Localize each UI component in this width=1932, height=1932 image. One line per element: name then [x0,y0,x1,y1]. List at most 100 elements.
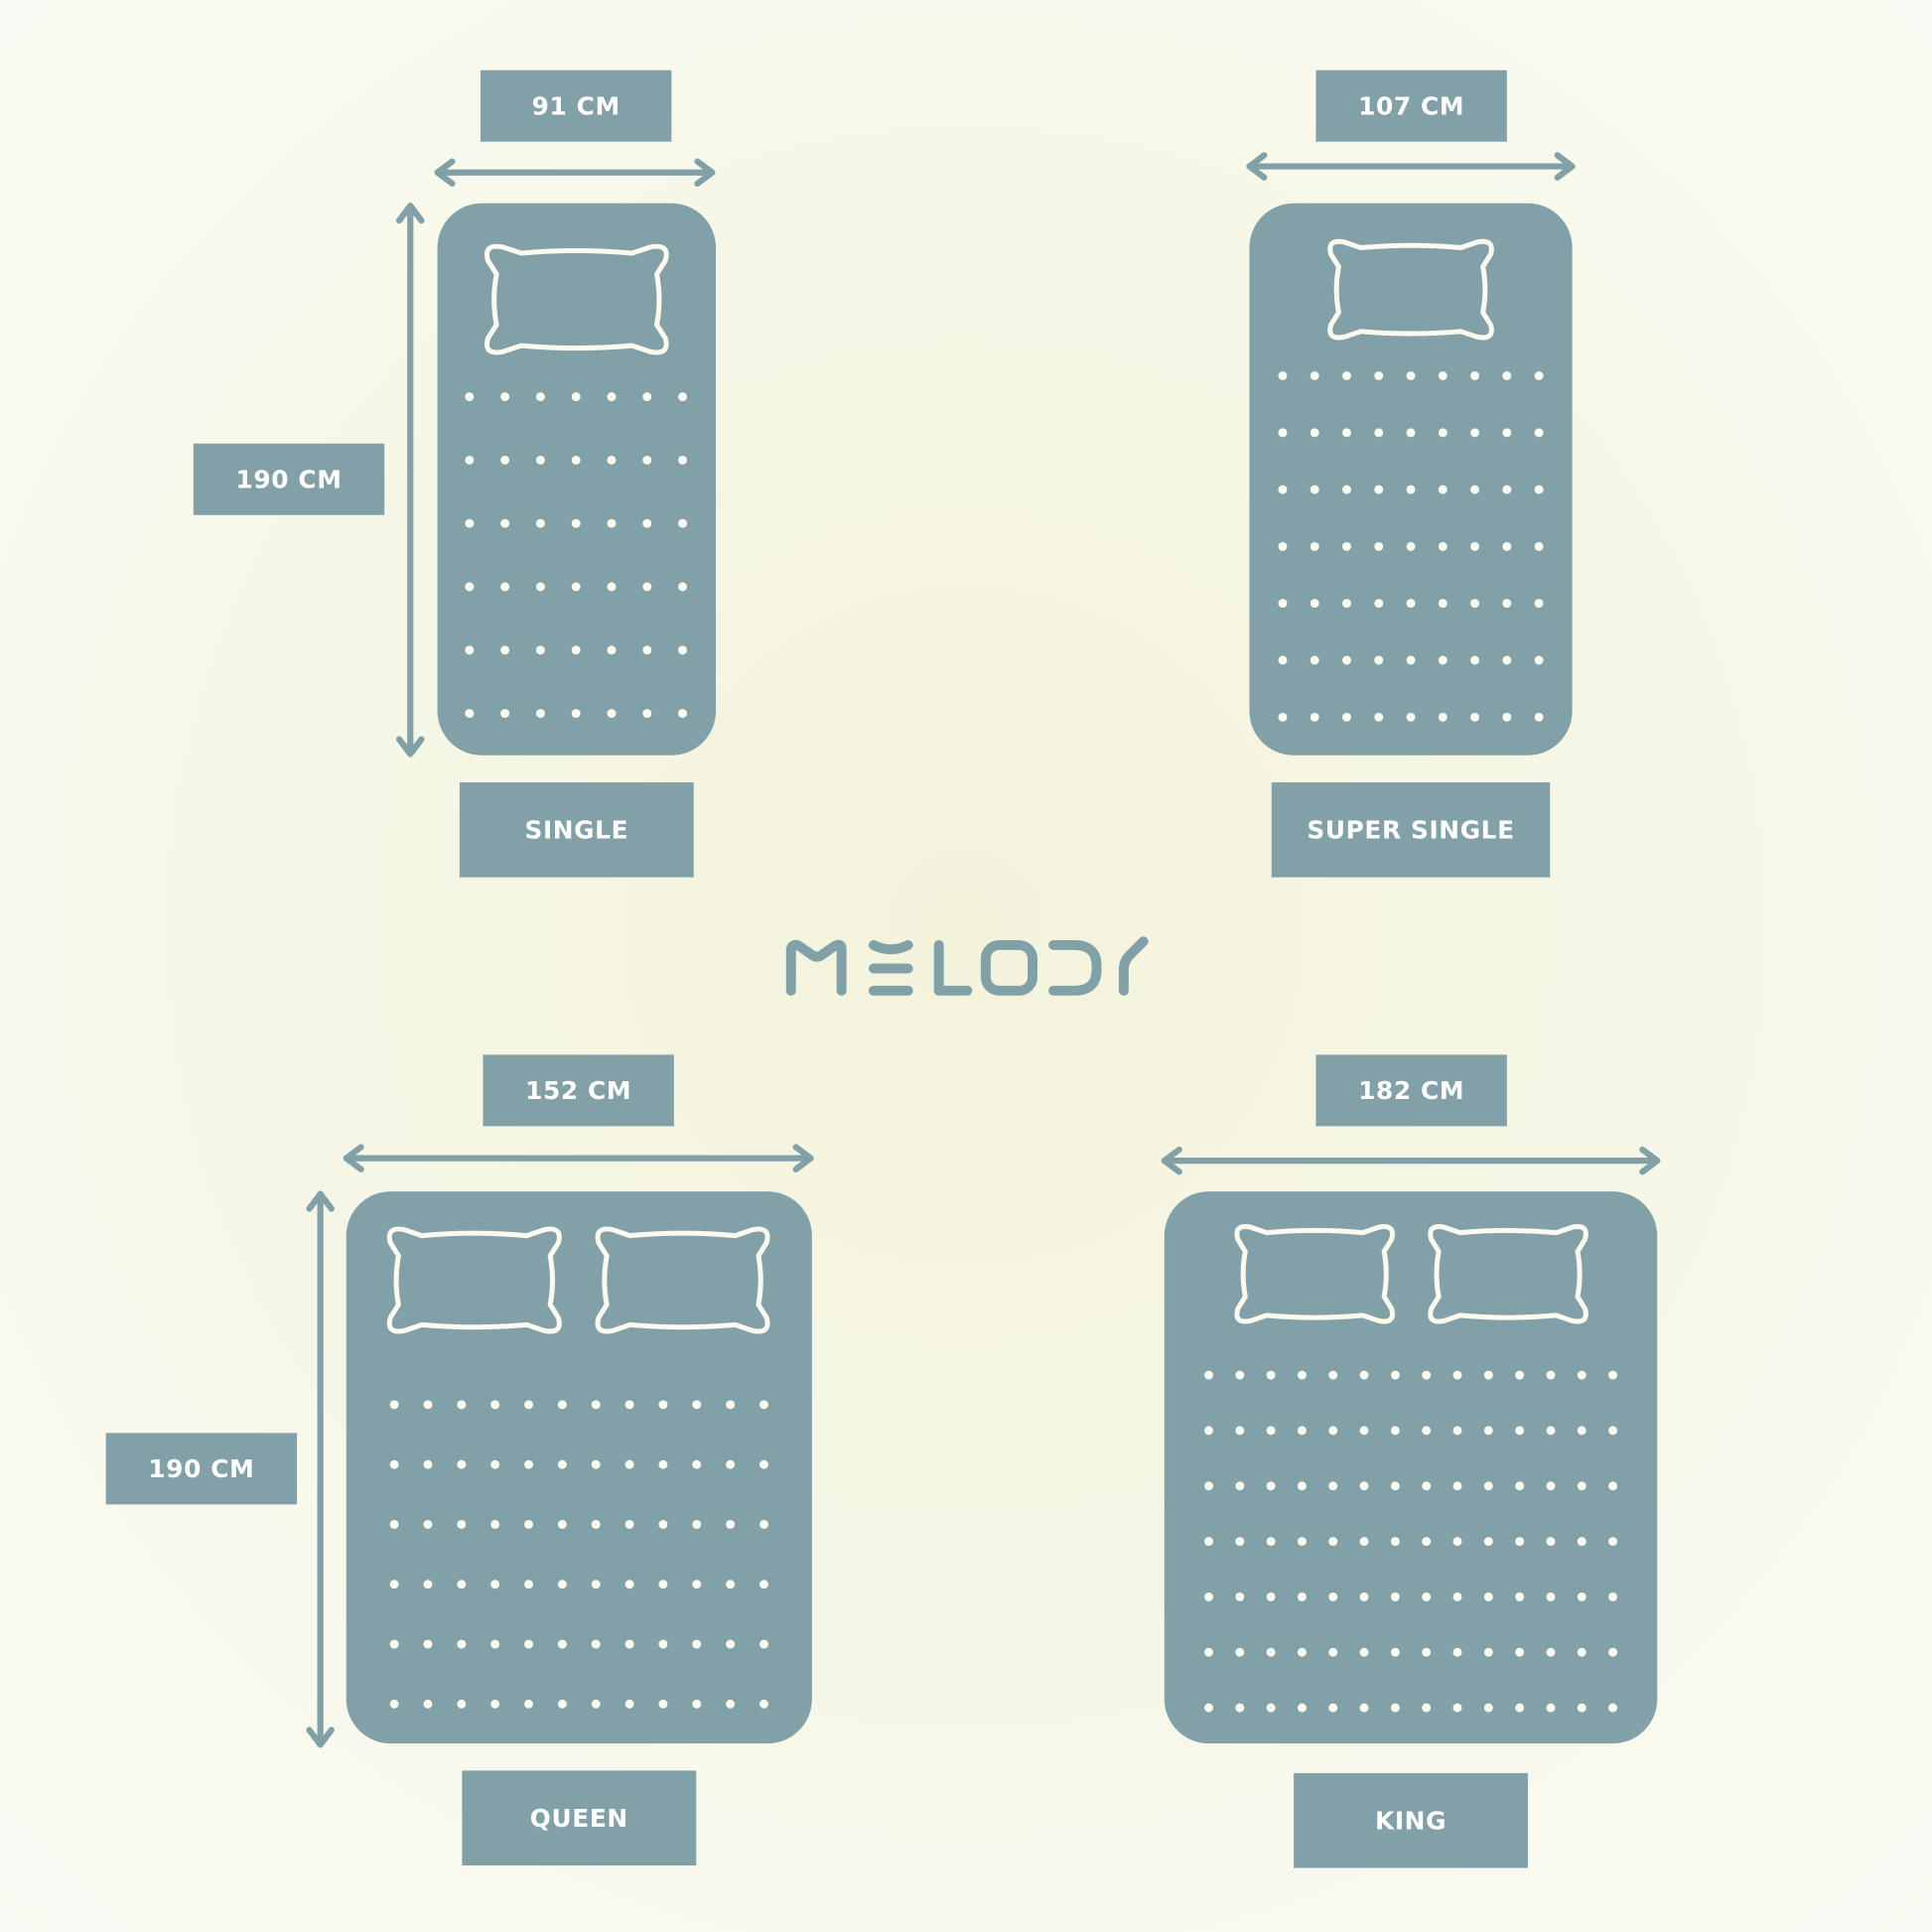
bed-name-label-text: KING [1375,1806,1447,1835]
mattress-dot [535,518,545,528]
mattress-dot [1342,371,1351,380]
mattress-dot [624,1400,634,1410]
mattress-dot [1470,428,1480,438]
mattress [1249,203,1573,756]
mattress-dot [1577,1703,1587,1713]
mattress-dot [571,582,581,592]
mattress-dot [1608,1591,1618,1601]
mattress-dot [389,1519,399,1529]
mattress-dot [1310,655,1319,665]
mattress-dot [1310,371,1319,380]
mattress-dot [1328,1370,1338,1380]
mattress-dot [1310,484,1319,494]
mattress-dot [1359,1703,1369,1713]
mattress-dot [524,1519,534,1529]
mattress-dot [1390,1591,1400,1601]
mattress-dot [1310,599,1319,609]
mattress-dot [1374,599,1384,609]
mattress-dot [1278,541,1288,551]
mattress-dot [1266,1537,1276,1547]
mattress-dot [1422,1703,1432,1713]
mattress-dot [658,1459,668,1469]
mattress-dot [591,1639,601,1649]
mattress-dot [1297,1703,1307,1713]
mattress-dot [571,645,581,655]
mattress [345,1191,812,1744]
width-arrow-line [434,158,716,188]
width-arrow [434,158,716,188]
mattress-dot [1515,1481,1525,1491]
mattress-dot [389,1699,399,1709]
mattress-dot [1577,1370,1587,1380]
mattress-dot [1422,1591,1432,1601]
mattress-dot [607,645,617,655]
mattress-dot [1235,1481,1245,1491]
mattress-dot [1438,655,1448,665]
mattress-dot [535,455,545,465]
mattress-dot [1266,1481,1276,1491]
mattress-dot [591,1459,601,1469]
mattress-dot [457,1400,467,1410]
bed-name-label [1294,1772,1528,1868]
width-label [1315,69,1507,142]
mattress-dot [678,518,688,528]
mattress-dot [1502,484,1512,494]
mattress-dot [1546,1370,1556,1380]
mattress-dot [1342,428,1351,438]
mattress-dot [389,1400,399,1410]
mattress-dot [726,1580,736,1589]
mattress-dot [1374,428,1384,438]
mattress-dot [1374,541,1384,551]
logo-letter-d [1048,939,1102,996]
mattress-dot [759,1580,768,1589]
mattress-dot [1515,1370,1525,1380]
pillow-icon [1431,1227,1587,1321]
mattress-dot [1534,484,1544,494]
bed-name-label [1271,782,1551,878]
mattress-dot [1204,1591,1213,1601]
mattress-dot [1546,1426,1556,1436]
mattress-dot [457,1639,467,1649]
mattress [437,203,717,756]
logo-letter-l [933,939,973,996]
mattress-dot [1342,599,1351,609]
mattress-dot [1359,1537,1369,1547]
mattress-dot [1266,1647,1276,1657]
mattress-dot [1359,1481,1369,1491]
mattress-dot [1470,712,1480,722]
mattress-dot [1546,1647,1556,1657]
mattress-dot [1483,1703,1493,1713]
mattress-dot [1406,371,1416,380]
mattress-dot [1278,428,1288,438]
mattress-dot [1235,1703,1245,1713]
mattress-dot [1438,541,1448,551]
mattress-dot [500,582,510,592]
mattress-dot [465,392,475,402]
mattress-dot [423,1459,433,1469]
mattress-dot [524,1580,534,1589]
mattress-dot [1422,1537,1432,1547]
mattress-dot [1608,1370,1618,1380]
mattress-dot [557,1400,567,1410]
mattress-dots [1278,371,1544,722]
mattress-dot [1502,655,1512,665]
mattress-dot [1483,1426,1493,1436]
mattress-dot [500,455,510,465]
mattress-dot [591,1580,601,1589]
mattress-dot [1546,1703,1556,1713]
mattress-dot [524,1639,534,1649]
mattress-dot [678,392,688,402]
mattress-dot [1204,1426,1213,1436]
mattress-dot [1278,371,1288,380]
mattress-dot [1266,1370,1276,1380]
mattress-dot [1483,1591,1493,1601]
mattress-dot [591,1699,601,1709]
mattress-dot [1359,1647,1369,1657]
length-arrow [396,203,425,758]
logo-letter-e [868,939,913,996]
mattress-dot [1406,428,1416,438]
mattress-dot [535,582,545,592]
mattress-dot [1452,1591,1462,1601]
mattress-dot [490,1699,500,1709]
